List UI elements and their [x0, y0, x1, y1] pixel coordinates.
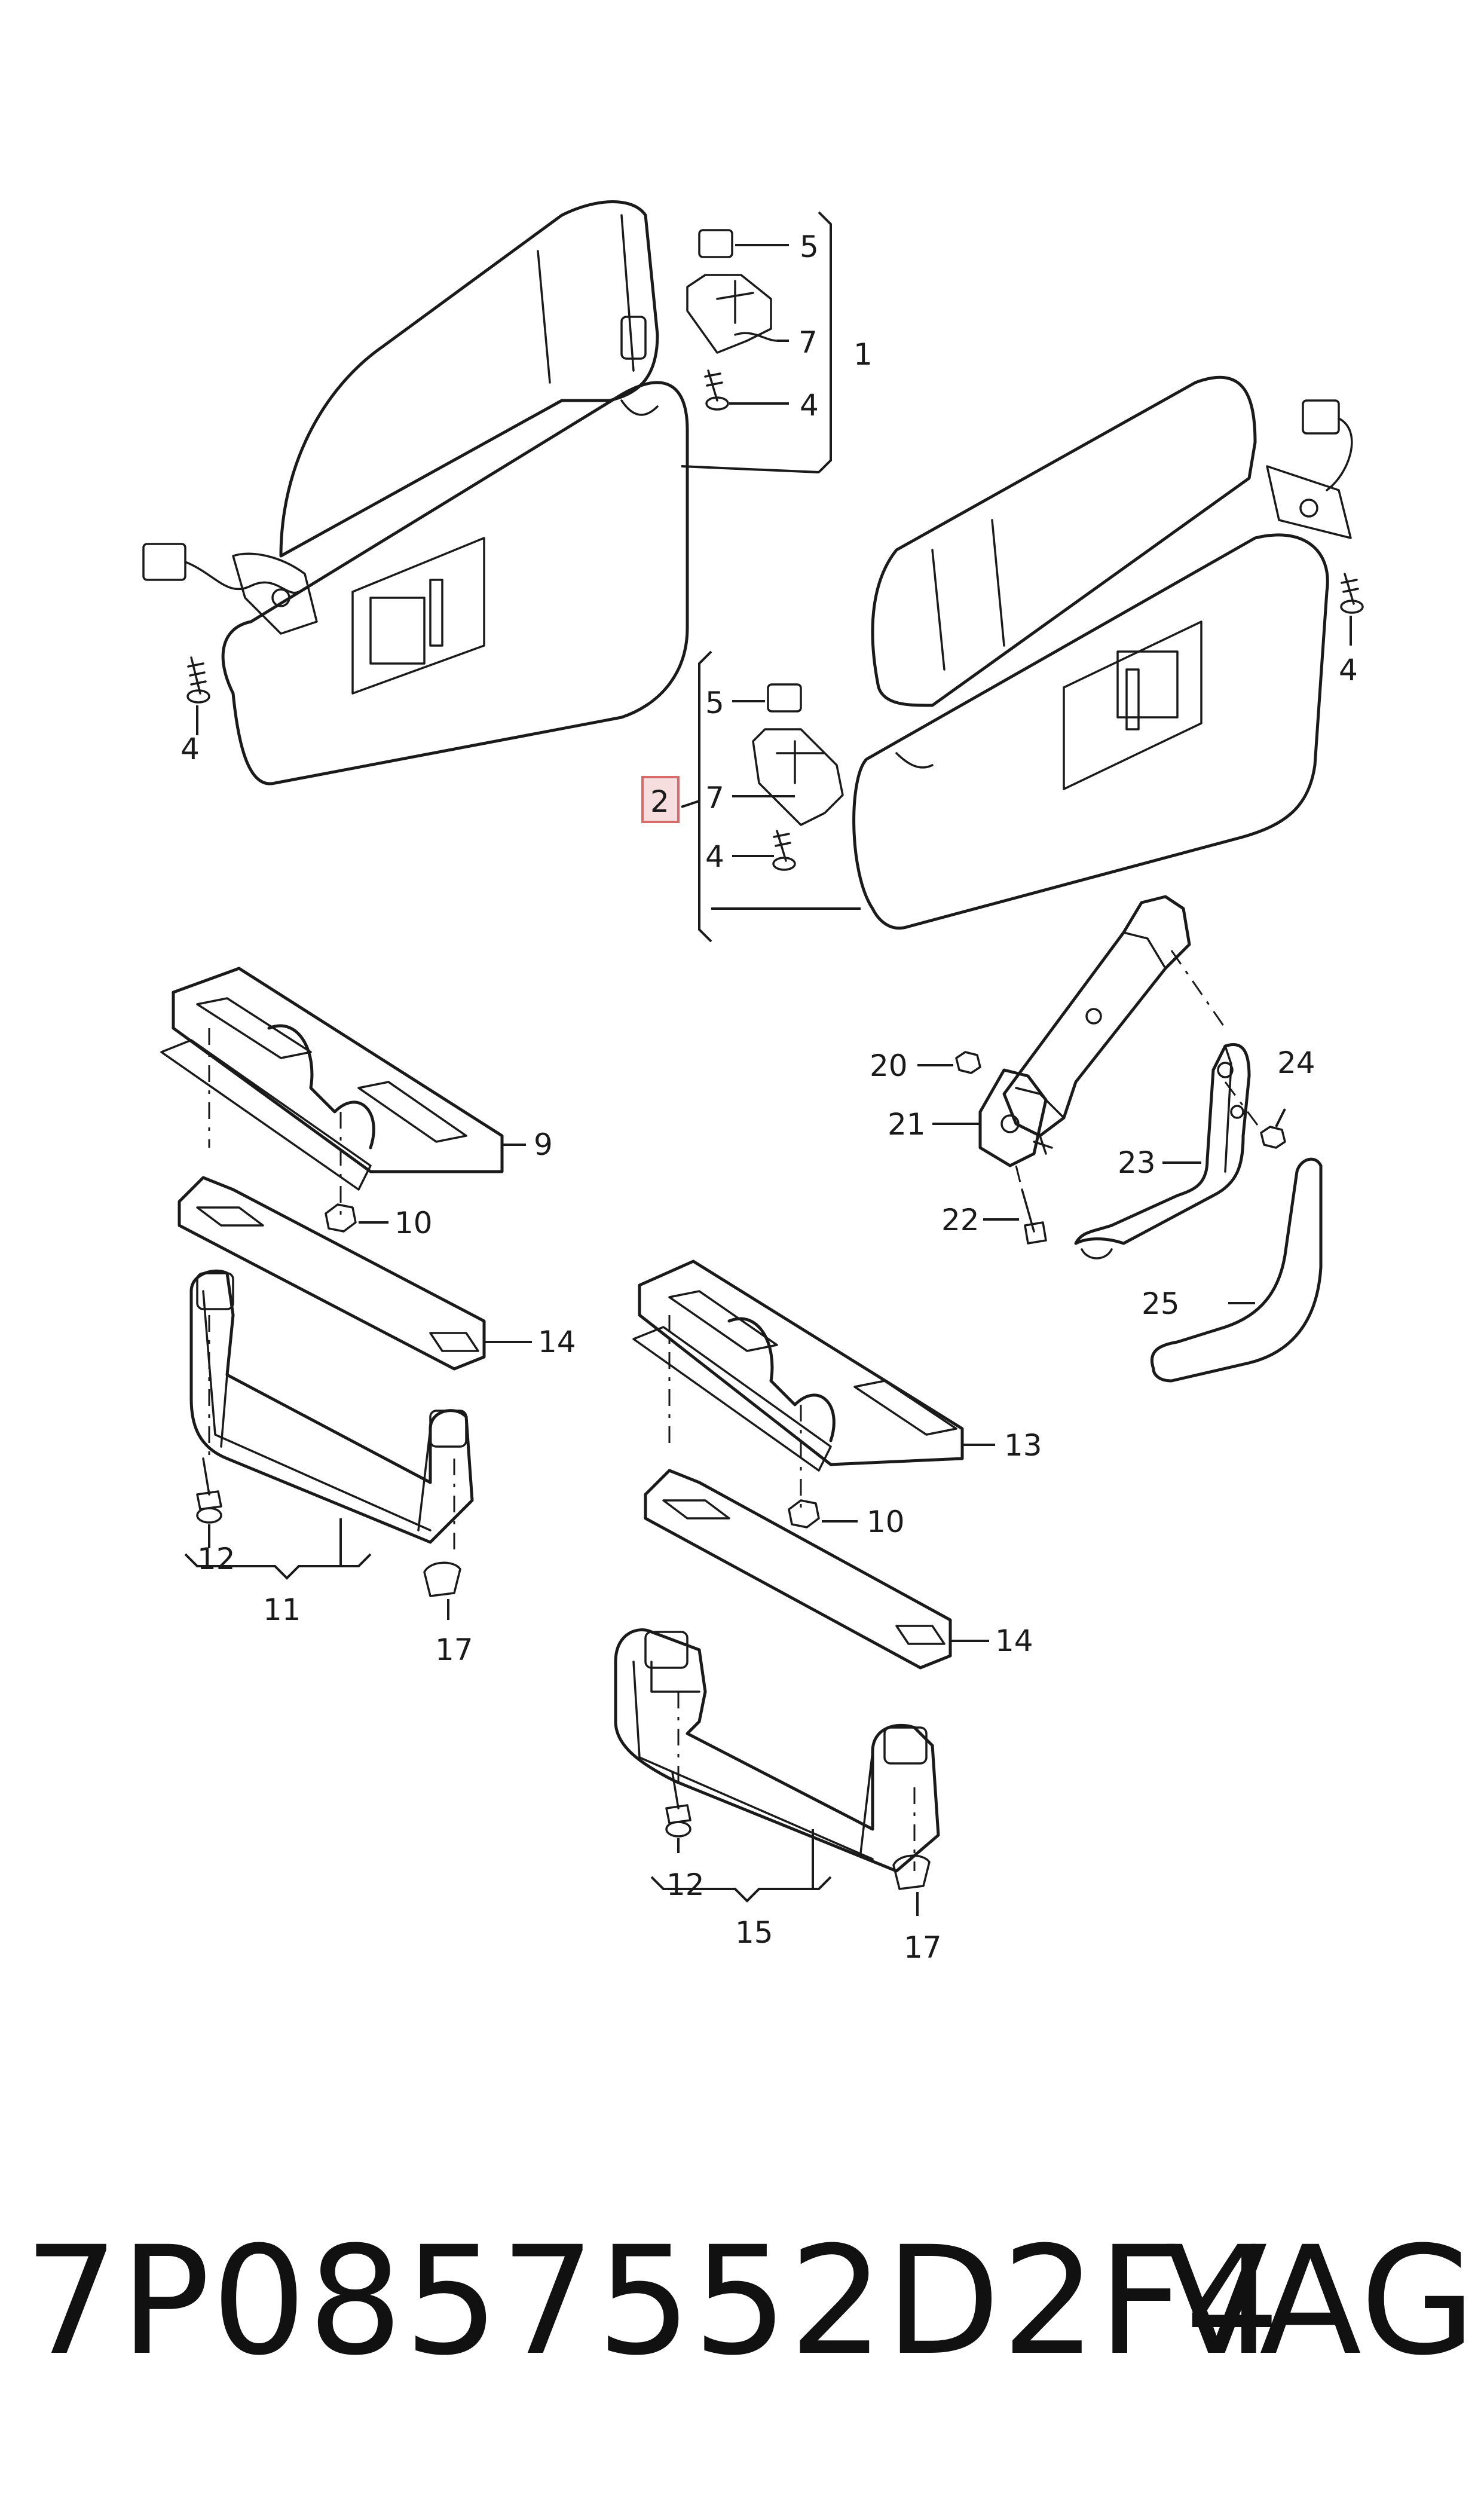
grab-handle-15	[614, 1628, 940, 1903]
callout-1: 1	[853, 337, 873, 372]
nut-10-right	[788, 1499, 858, 1528]
handle-23	[1074, 1043, 1251, 1259]
brand-name: VAG	[1165, 2214, 1477, 2388]
callout-21: 21	[888, 1107, 926, 1142]
callout-10: 10	[867, 1505, 905, 1539]
bracket-9	[160, 967, 526, 1219]
callout-7: 7	[798, 325, 818, 360]
callout-14: 14	[995, 1624, 1033, 1658]
callout-12: 12	[666, 1867, 705, 1902]
callout-11: 11	[263, 1592, 301, 1627]
callout-23: 23	[1118, 1145, 1156, 1180]
callout-24: 24	[1277, 1045, 1315, 1080]
callout-2: 2	[650, 784, 669, 819]
nut-20	[917, 1051, 981, 1074]
screw-12-right	[665, 1771, 691, 1853]
callout-10: 10	[394, 1206, 433, 1240]
nut-24	[1224, 1081, 1286, 1149]
callout-7: 7	[705, 781, 724, 815]
cap-17-right	[892, 1854, 931, 1916]
screw-4-right	[1340, 573, 1364, 646]
nut-10-left	[325, 1203, 388, 1233]
callout-5: 5	[705, 686, 724, 720]
bracket-21	[932, 895, 1191, 1167]
callout-labels: 1 2 4 4 4 4 5 5 7 7 9 10 10 11 12 12 13 …	[180, 230, 1358, 1965]
callout-4: 4	[180, 732, 200, 766]
callout-15: 15	[735, 1915, 773, 1950]
screw-12-left	[196, 1457, 222, 1548]
callout-12: 12	[197, 1542, 235, 1576]
visor-right-connector	[1266, 399, 1353, 539]
callout-2-highlight	[641, 776, 680, 823]
screw-22	[983, 950, 1226, 1245]
mount-clip-group-1	[681, 211, 832, 473]
callout-9: 9	[534, 1127, 553, 1162]
callout-4: 4	[1339, 653, 1358, 687]
callout-4: 4	[705, 839, 724, 874]
bracket-13	[632, 1259, 995, 1512]
callout-17: 17	[904, 1930, 942, 1965]
callout-20: 20	[870, 1048, 908, 1083]
callout-5: 5	[800, 230, 819, 264]
screw-4-left	[186, 656, 210, 735]
cap-17-left	[423, 1561, 461, 1620]
visor-left-connector	[142, 543, 318, 635]
sun-visor-left	[221, 200, 689, 785]
callout-22: 22	[941, 1203, 980, 1237]
mount-clip-group-2	[681, 650, 861, 943]
callout-17: 17	[435, 1633, 473, 1667]
callout-4: 4	[800, 388, 819, 423]
rail-14-left	[178, 1176, 532, 1371]
rail-14-right	[644, 1469, 989, 1670]
part-number: 7P0857552D2F4	[24, 2214, 1281, 2388]
callout-14: 14	[538, 1325, 576, 1359]
cover-25	[1150, 1157, 1323, 1383]
callout-13: 13	[1004, 1428, 1042, 1463]
sun-visor-right	[852, 375, 1329, 930]
grab-handle-11	[184, 1269, 474, 1580]
part-number-footer: 7P0857552D2F4 VAG	[24, 2212, 1476, 2391]
callout-25: 25	[1142, 1286, 1180, 1321]
